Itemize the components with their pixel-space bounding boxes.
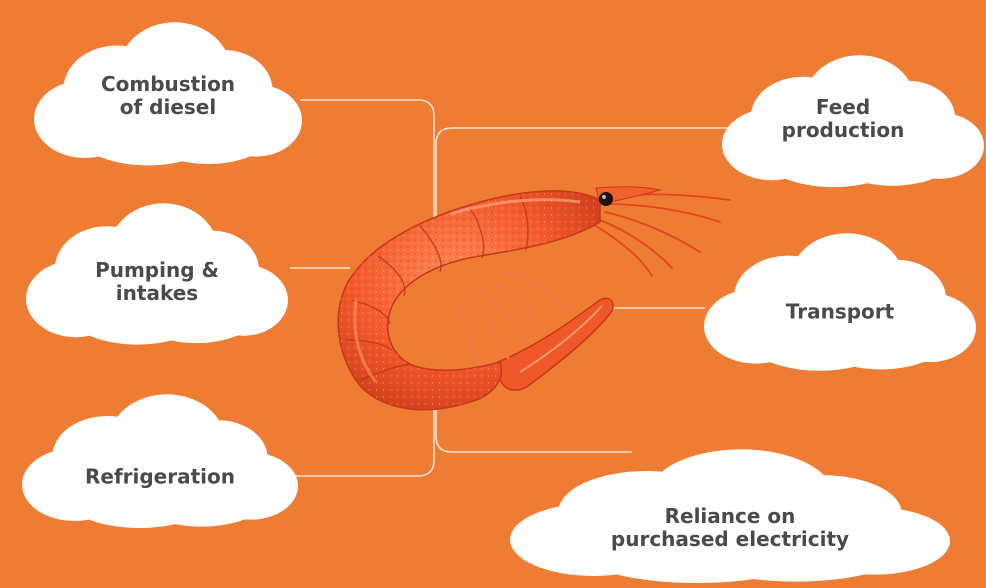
- cloud-label-line: Transport: [785, 299, 895, 324]
- cloud-label-line: Combustion: [100, 72, 236, 96]
- connector-lines: [290, 99, 730, 477]
- cloud-label-line: Pumping &: [95, 258, 219, 282]
- cloud-label-line: intakes: [115, 281, 199, 305]
- connector-refrigeration: [292, 404, 435, 477]
- cloud-label-refrigeration: Refrigeration: [84, 464, 236, 489]
- cloud-label-line: Feed: [815, 95, 871, 119]
- cloud-label-pumping-and-intakes: Pumping &intakes: [95, 259, 219, 305]
- cloud-label-line: of diesel: [119, 95, 217, 119]
- connector-electricity: [435, 404, 632, 453]
- cloud-pumping-and-intakes: [26, 203, 288, 345]
- cloud-transport: [704, 233, 976, 371]
- cloud-refrigeration: [22, 394, 298, 528]
- connector-combustion: [300, 99, 435, 222]
- cloud-label-line: Refrigeration: [84, 464, 236, 489]
- cloud-label-line: production: [781, 118, 905, 142]
- cloud-label-transport: Transport: [785, 299, 895, 324]
- cloud-combustion-of-diesel: [34, 22, 302, 166]
- cloud-label-line: purchased electricity: [610, 527, 850, 551]
- clouds-layer: [22, 22, 985, 584]
- cloud-label-line: Reliance on: [664, 504, 796, 528]
- connector-feed: [435, 127, 730, 222]
- cloud-feed-production: [722, 55, 985, 188]
- shrimp-illustration: [337, 186, 731, 411]
- cloud-reliance-on-purchased-electricity: [509, 449, 950, 584]
